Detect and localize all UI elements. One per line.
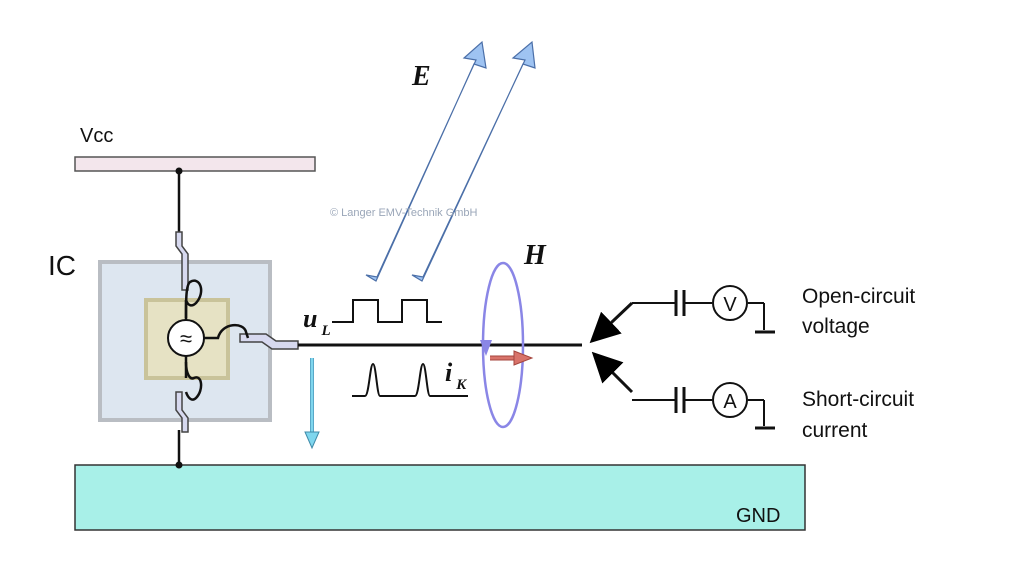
svg-text:≈: ≈ (180, 326, 192, 351)
e-field-label: E (411, 61, 431, 92)
e-field-arrow-1 (365, 40, 487, 282)
voltage-waveform (332, 299, 442, 323)
ammeter-probe (632, 387, 775, 430)
gnd-plane (74, 464, 806, 531)
gnd-pin (175, 391, 189, 433)
ammeter-icon: A (712, 382, 748, 418)
current-waveform (352, 362, 468, 397)
vcc-rail (74, 156, 316, 172)
bond-wire-bottom (184, 361, 203, 401)
probe-arrow-lower (591, 351, 634, 394)
vcc-label: Vcc (80, 125, 113, 147)
output-pin (239, 333, 299, 350)
voltage-label: u L (303, 304, 331, 339)
ic-label: IC (48, 250, 76, 281)
h-field-label: H (523, 240, 547, 271)
probe-arrow-upper (589, 301, 634, 344)
open-circuit-label-line2: voltage (802, 315, 870, 338)
svg-text:A: A (723, 391, 737, 413)
copyright-watermark: © Langer EMV-Technik GmbH (330, 207, 478, 219)
short-circuit-label-line1: Short-circuit (802, 388, 914, 411)
bond-wire-output (200, 324, 250, 340)
voltmeter-probe (632, 290, 775, 334)
gnd-junction (175, 461, 183, 469)
short-circuit-label-line2: current (802, 419, 868, 442)
vcc-junction (175, 167, 183, 175)
current-direction-arrow (490, 350, 534, 366)
svg-text:V: V (723, 294, 737, 316)
current-label: i K (445, 358, 467, 393)
gnd-label: GND (736, 505, 780, 527)
h-field-direction-arrow (480, 340, 492, 356)
open-circuit-label-line1: Open-circuit (802, 285, 915, 308)
e-field-arrow-2 (411, 40, 536, 282)
ac-source-icon: ≈ (167, 319, 205, 357)
voltmeter-icon: V (712, 285, 748, 321)
bond-wire-top (184, 279, 203, 319)
down-arrow-icon (304, 358, 320, 450)
